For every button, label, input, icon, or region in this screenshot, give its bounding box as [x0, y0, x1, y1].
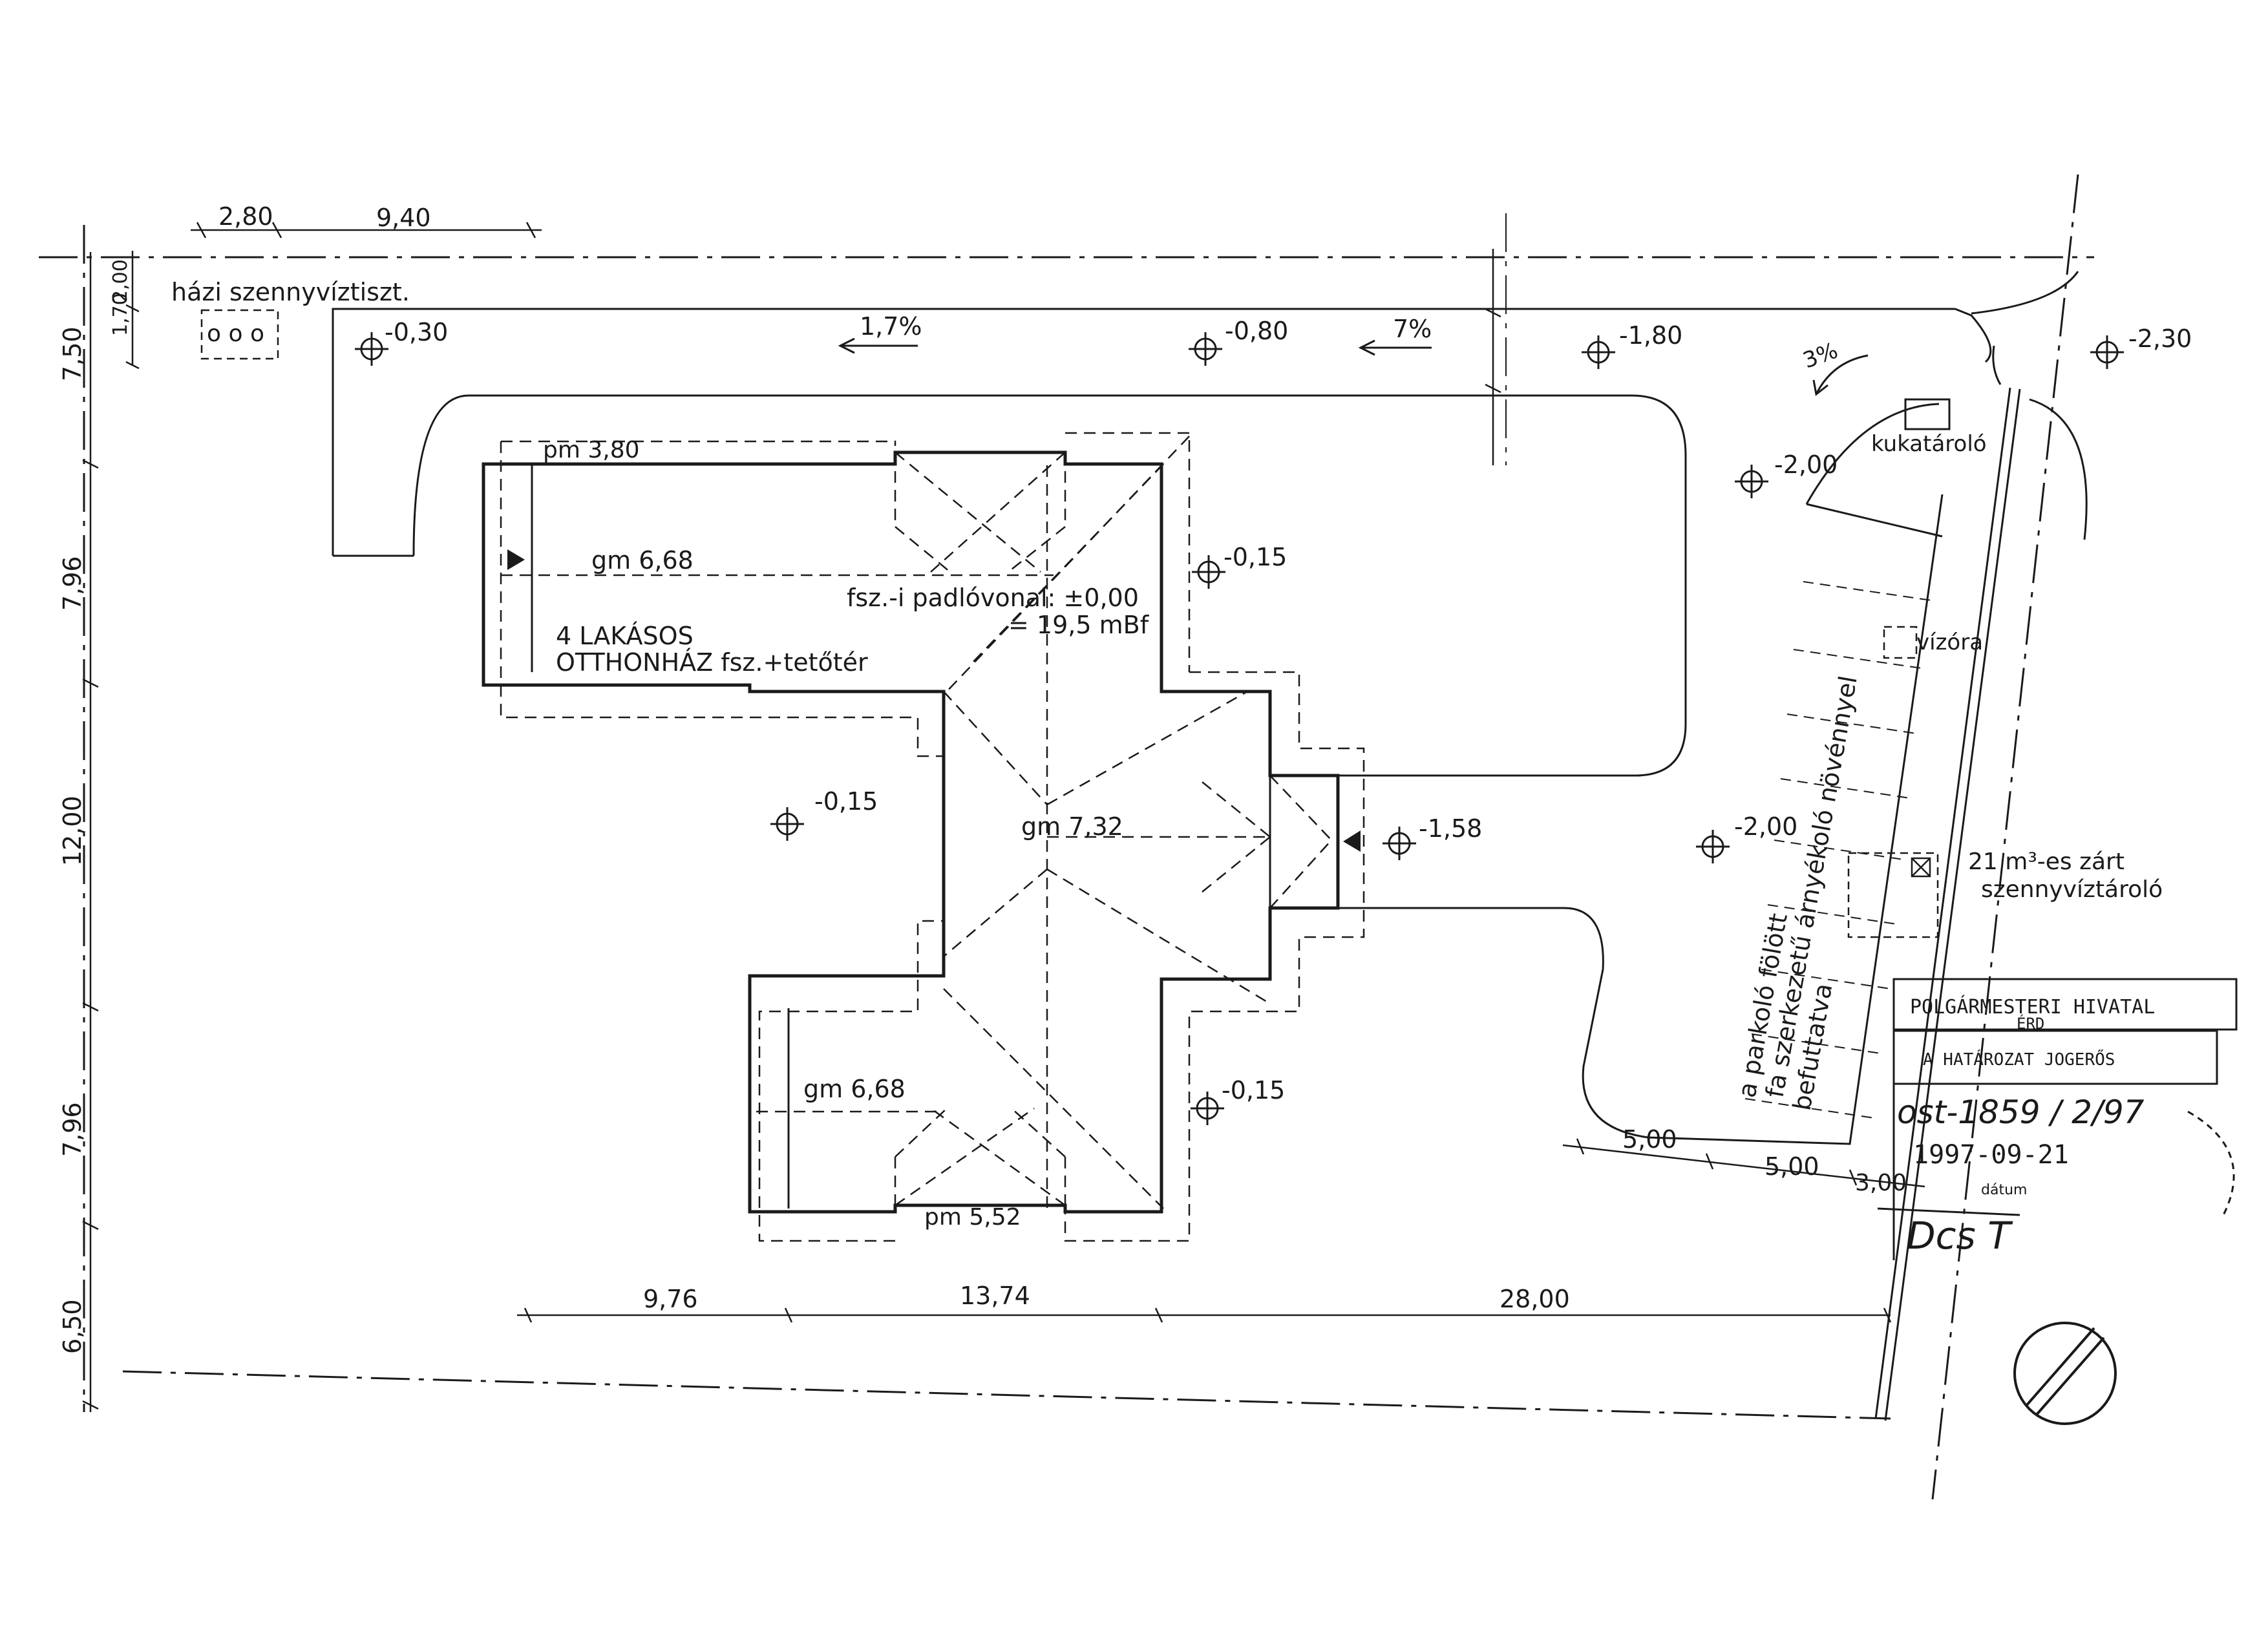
elevation-marker-icon — [1191, 1092, 1224, 1125]
label-pm-top: pm 3,80 — [543, 437, 640, 463]
dimension-lines — [82, 222, 1925, 1412]
north-arrow-icon — [2013, 1322, 2117, 1425]
elevation-label: -0,15 — [814, 787, 878, 816]
dim-small-2: 2,00 — [109, 259, 132, 302]
label-tank-2: szennyvíztároló — [1981, 876, 2163, 903]
roof-plan — [500, 432, 1365, 1242]
stamp-number: ost-1859 / 2/97 — [1897, 1093, 2145, 1131]
dim-parking-3: 3,00 — [1855, 1170, 1907, 1196]
dim-left-1: 7,50 — [58, 326, 87, 381]
stamp-date: 1997-09-21 — [1913, 1140, 2069, 1170]
elevation-marker-icon — [1189, 332, 1222, 366]
elevation-marker-icon — [1582, 335, 1615, 369]
elevation-marker-icon — [2090, 335, 2124, 369]
approval-stamp — [1877, 978, 2238, 1260]
dim-bottom-3: 28,00 — [1500, 1285, 1570, 1313]
elevation-marker-icon — [1696, 830, 1730, 863]
elevation-marker-icon — [1735, 465, 1768, 498]
equipment-boxes — [200, 309, 1939, 938]
elevation-label: -2,00 — [1774, 450, 1838, 479]
stamp-city: ÉRD — [2017, 1014, 2044, 1033]
elevation-label: -0,15 — [1224, 543, 1287, 571]
elevation-label: -0,30 — [385, 318, 448, 346]
dimension-texts: 2,80 9,40 7,50 7,96 12,00 7,96 6,50 1,70… — [58, 202, 1907, 1354]
elevation-marker-icon — [1383, 827, 1416, 860]
label-pm-bottom: pm 5,52 — [924, 1204, 1021, 1231]
stamp-office: POLGÁRMESTERI HIVATAL — [1910, 995, 2155, 1019]
dim-small-1: 1,70 — [109, 293, 132, 336]
trash-store-box — [1904, 398, 1951, 430]
dim-left-4: 7,96 — [58, 1102, 87, 1157]
elevation-label: -1,58 — [1419, 814, 1482, 843]
dim-top-1: 2,80 — [218, 202, 273, 231]
stamp-texts: POLGÁRMESTERI HIVATAL ÉRD A HATÁROZAT JO… — [1897, 995, 2155, 1258]
dim-top-2: 9,40 — [376, 204, 431, 232]
label-building-1: 4 LAKÁSOS — [556, 622, 694, 650]
stamp-signature: Dcs T — [1907, 1214, 2013, 1258]
label-floor-level: = 19,5 mBf — [1008, 611, 1150, 639]
dim-left-3: 12,00 — [58, 796, 87, 866]
label-trash-store: kukatároló — [1871, 431, 1987, 457]
sidewalk-lines — [1874, 387, 2021, 1421]
label-gm-bottom: gm 6,68 — [803, 1075, 906, 1103]
elevation-marker-icon — [355, 332, 388, 366]
elevation-label: -1,80 — [1619, 321, 1682, 350]
dim-bottom-2: 13,74 — [960, 1282, 1030, 1310]
elevation-markers — [355, 332, 2124, 1125]
label-gm-top: gm 6,68 — [591, 546, 694, 575]
dim-bottom-1: 9,76 — [643, 1285, 698, 1313]
building-inner-walls — [531, 464, 1367, 1209]
tank-lid-icon — [1911, 857, 1931, 878]
label-gm-center: gm 7,32 — [1021, 812, 1123, 841]
gate-curve — [1971, 271, 2079, 315]
slope-labels: 1,7% 7% 3% — [860, 312, 1841, 374]
label-circles: o o o — [207, 321, 264, 347]
dim-left-5: 6,50 — [58, 1299, 87, 1354]
dim-left-2: 7,96 — [58, 556, 87, 611]
slope-3: 3% — [1799, 337, 1841, 374]
elevation-labels: -0,30 -0,80 -1,80 -2,30 -2,00 -0,15 -0,1… — [385, 317, 2192, 1104]
elevation-label: -0,80 — [1225, 317, 1288, 345]
building-outline — [482, 450, 1340, 1214]
elevation-marker-icon — [1192, 555, 1225, 589]
plan-labels: házi szennyvíztiszt. o o o pm 3,80 gm 6,… — [171, 278, 2163, 1231]
entrance-markers — [507, 549, 1361, 852]
slope-2: 7% — [1393, 315, 1432, 343]
property-lines — [39, 174, 2094, 1500]
dim-parking-1: 5,00 — [1622, 1125, 1677, 1154]
stamp-valid: A HATÁROZAT JOGERŐS — [1923, 1049, 2115, 1070]
elevation-marker-icon — [770, 807, 804, 841]
parking-stalls — [1744, 581, 1936, 1119]
elevation-label: -2,00 — [1734, 812, 1797, 841]
elevation-label: -2,30 — [2128, 324, 2192, 353]
label-treatment: házi szennyvíztiszt. — [171, 278, 410, 306]
slope-arrows — [838, 337, 1869, 396]
dim-parking-2: 5,00 — [1765, 1152, 1819, 1181]
label-building-2: OTTHONHÁZ fsz.+tetőtér — [556, 648, 868, 677]
label-water-meter: vízóra — [1916, 629, 1983, 655]
label-tank-1: 21 m³-es zárt — [1968, 849, 2125, 875]
road-outline — [332, 308, 2088, 1145]
slope-1: 1,7% — [860, 312, 922, 341]
stamp-date-caption: dátum — [1981, 1182, 2027, 1198]
elevation-label: -0,15 — [1222, 1076, 1285, 1104]
label-floor-line: fsz.-i padlóvonal: ±0,00 — [847, 584, 1139, 612]
